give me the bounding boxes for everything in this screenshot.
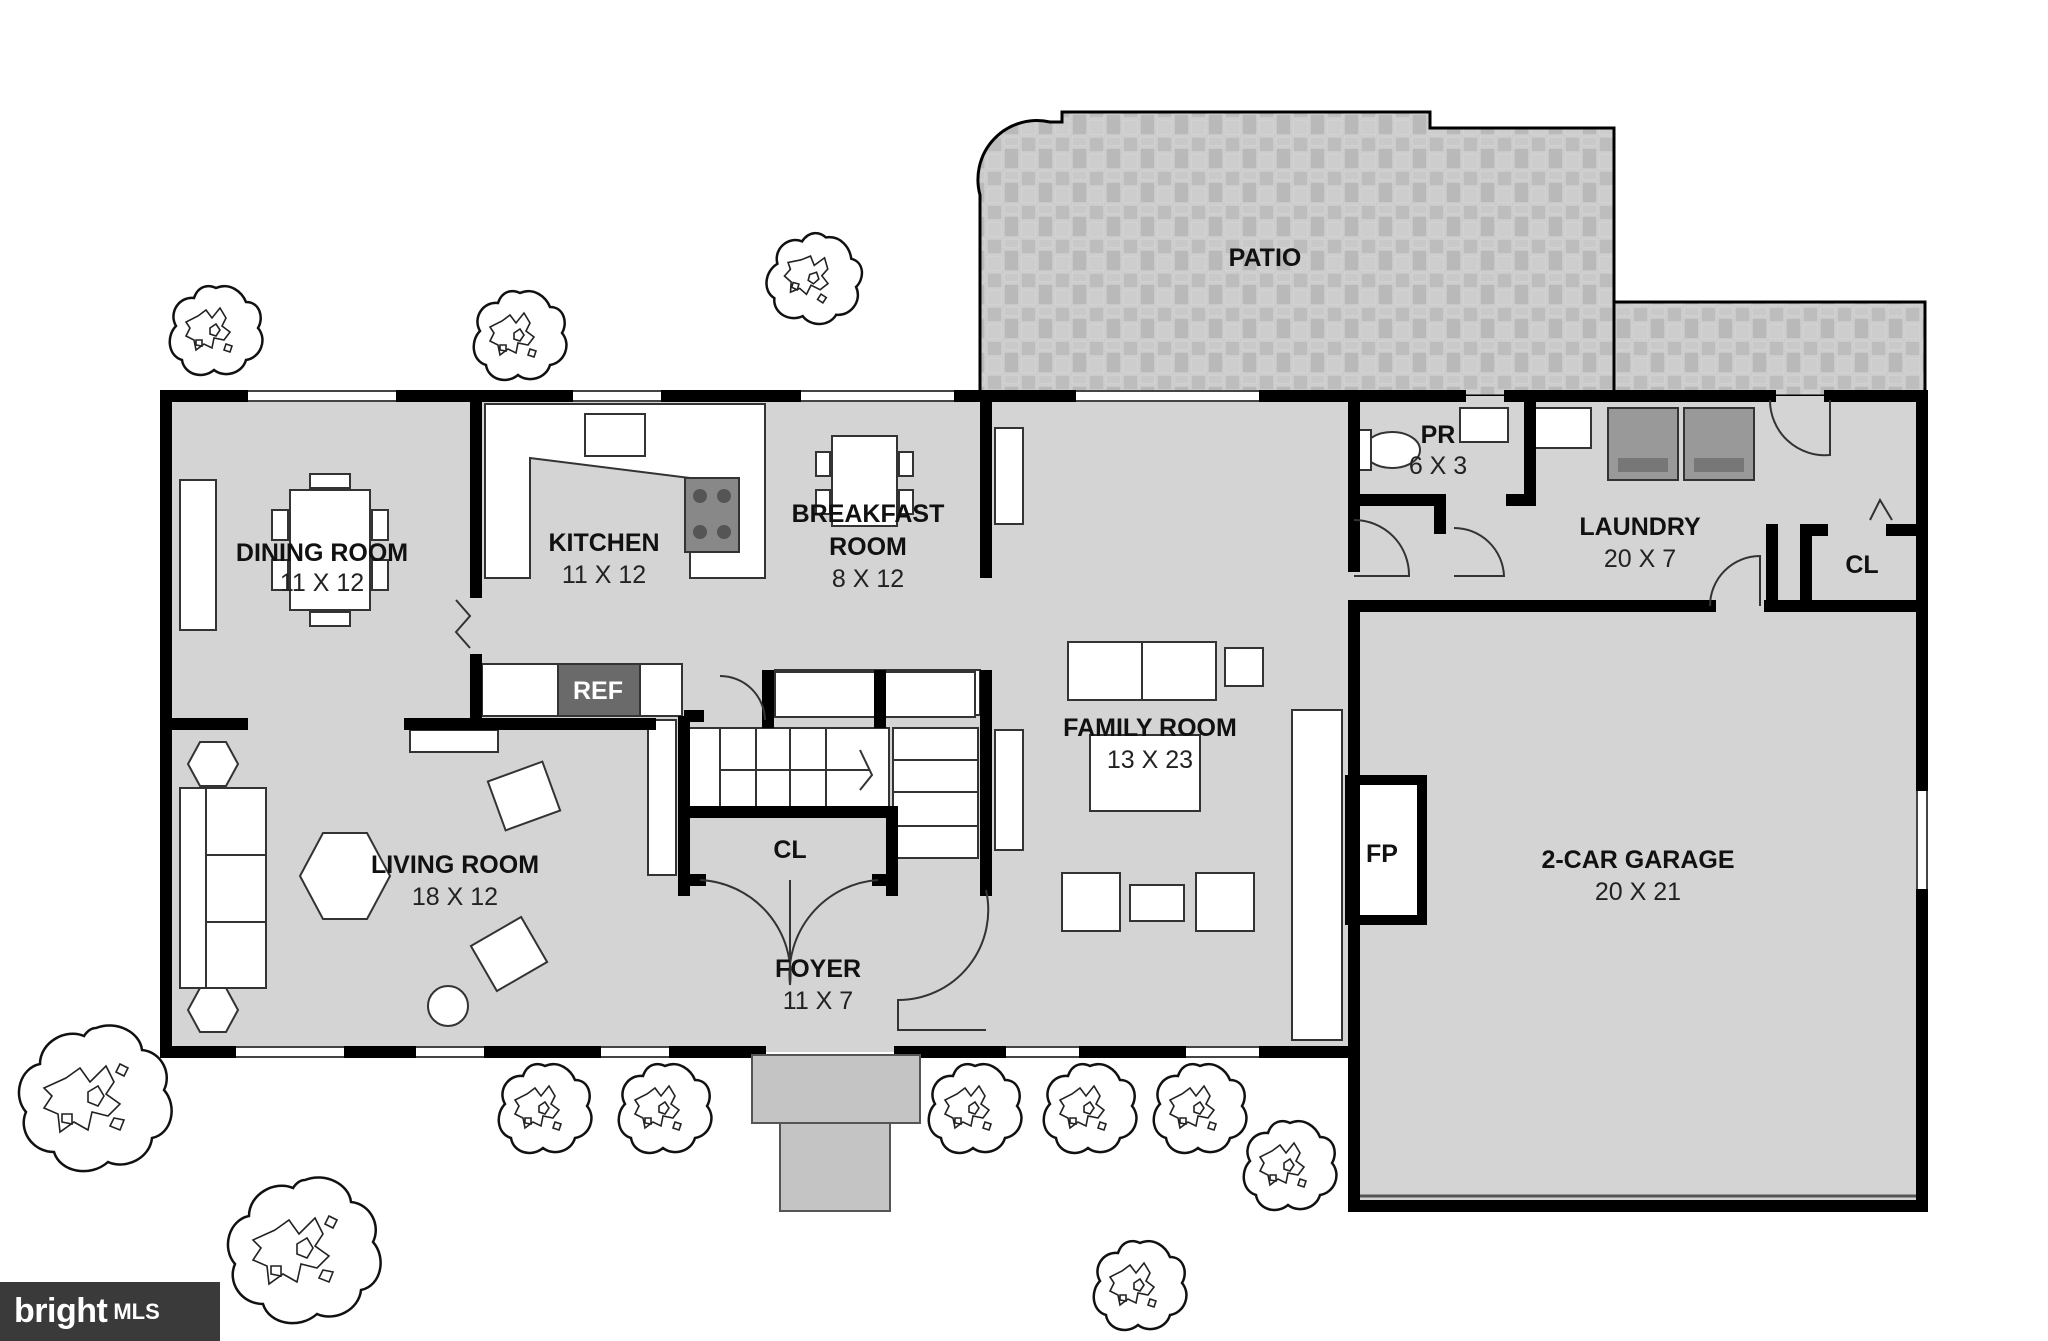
fireplace: [1345, 775, 1427, 925]
living-room-label: LIVING ROOM: [371, 851, 539, 879]
tree-icon: [17, 1024, 173, 1173]
breakfast-room-size: 8 X 12: [832, 565, 904, 593]
hall-closet-label: CL: [773, 836, 806, 864]
refrigerator-label: REF: [573, 677, 623, 705]
patio-area: [976, 110, 1927, 398]
dining-room-size: 11 X 12: [280, 569, 364, 597]
foyer-size: 11 X 7: [783, 987, 853, 1015]
tree-icon: [1092, 1239, 1188, 1332]
family-room-size: 13 X 23: [1107, 746, 1193, 774]
powder-room-label: PR: [1421, 421, 1456, 449]
laundry-size: 20 X 7: [1604, 545, 1676, 573]
tree-icon: [472, 289, 568, 382]
watermark-mls: MLS: [113, 1298, 160, 1324]
kitchen-label: KITCHEN: [548, 529, 659, 557]
tree-icon: [617, 1062, 713, 1155]
front-stoop: [751, 1054, 921, 1212]
patio-label: PATIO: [1229, 244, 1302, 272]
tree-icon: [1242, 1119, 1338, 1212]
tree-icon: [757, 222, 873, 335]
tree-icon: [1042, 1062, 1138, 1155]
laundry-label: LAUNDRY: [1579, 513, 1701, 541]
dining-room-label: DINING ROOM: [236, 539, 408, 567]
laundry-appliances: [1607, 407, 1755, 481]
family-room-label: FAMILY ROOM: [1063, 714, 1237, 742]
breakfast-room-label-line1: BREAKFAST: [792, 500, 945, 528]
tree-icon: [1152, 1062, 1248, 1155]
dining-furniture: [179, 473, 389, 631]
tree-icon: [168, 284, 264, 377]
living-room-size: 18 X 12: [412, 883, 498, 911]
brand-watermark: bright MLS: [0, 1282, 220, 1341]
laundry-closet-label: CL: [1845, 551, 1878, 579]
door-swings: [454, 399, 1893, 1031]
foyer-label: FOYER: [775, 955, 861, 983]
fireplace-label: FP: [1366, 840, 1398, 868]
tree-icon: [497, 1062, 593, 1155]
tree-icon: [226, 1176, 382, 1325]
watermark-brand: bright: [14, 1292, 108, 1330]
walls: [160, 390, 1928, 1212]
room-labels: PATIO DINING ROOM 11 X 12 KITCHEN 11 X 1…: [236, 244, 1879, 1015]
tree-icon: [927, 1062, 1023, 1155]
family-room-furniture: [994, 427, 1343, 1041]
kitchen-size: 11 X 12: [562, 561, 646, 589]
garage-size: 20 X 21: [1595, 878, 1681, 906]
breakfast-room-label-line2: ROOM: [829, 533, 907, 561]
breakfast-furniture: [815, 435, 914, 527]
garage-label: 2-CAR GARAGE: [1541, 846, 1734, 874]
powder-room-size: 6 X 3: [1409, 452, 1467, 480]
living-room-furniture: [179, 729, 562, 1033]
